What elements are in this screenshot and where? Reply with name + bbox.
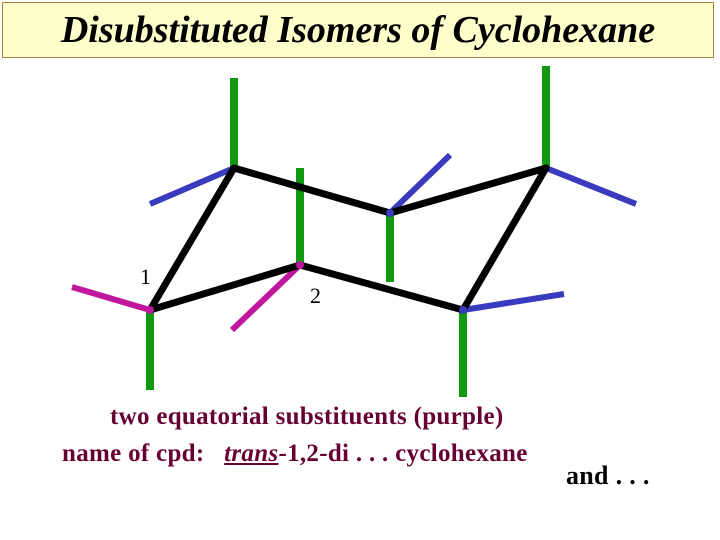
atom-dot-c2	[296, 261, 304, 269]
equatorial-bonds	[148, 152, 638, 313]
title-banner: Disubstituted Isomers of Cyclohexane	[2, 2, 714, 58]
caption-name-prefix: name of cpd:	[62, 440, 205, 467]
substituent-bonds	[71, 262, 303, 333]
caption-stereo-underline: trans	[224, 440, 278, 467]
caption-stereo-descriptor: trans	[224, 440, 279, 467]
caption-line-3: and . . .	[566, 461, 650, 490]
equatorial-bond-c5	[544, 165, 638, 207]
equatorial-bond-c6	[462, 291, 565, 313]
atom-dot-c1	[146, 306, 154, 314]
ring-bond-c5-c4	[386, 164, 550, 217]
caption-line-1: two equatorial substituents (purple)	[110, 403, 504, 430]
equatorial-bond-c3	[148, 165, 236, 207]
ring-bond-c6-c5	[459, 164, 550, 314]
atom-dots	[386, 209, 467, 314]
carbon-1-label: 1	[140, 264, 151, 289]
atom-dot-c6	[459, 306, 467, 314]
equatorial-bond-c4	[387, 152, 453, 216]
ring-bond-c2-c6	[296, 261, 467, 314]
ring-bond-c4-c3	[230, 164, 394, 217]
ring-bond-c3-c1	[146, 164, 238, 314]
substituent-bond-c2	[229, 262, 303, 333]
substituent-bond-c1	[71, 284, 151, 313]
axial-bonds	[146, 66, 550, 397]
carbon-2-label: 2	[310, 283, 321, 308]
caption-line-2: name of cpd: trans-1,2-di . . . cyclohex…	[62, 440, 528, 468]
ring-bonds	[146, 164, 550, 314]
page-title: Disubstituted Isomers of Cyclohexane	[60, 9, 656, 51]
atom-dots-substituted	[146, 261, 304, 314]
caption-compound-name: -1,2-di . . . cyclohexane	[278, 440, 528, 467]
ring-bond-c1-c2	[146, 261, 304, 314]
atom-dot-c4	[386, 209, 394, 217]
